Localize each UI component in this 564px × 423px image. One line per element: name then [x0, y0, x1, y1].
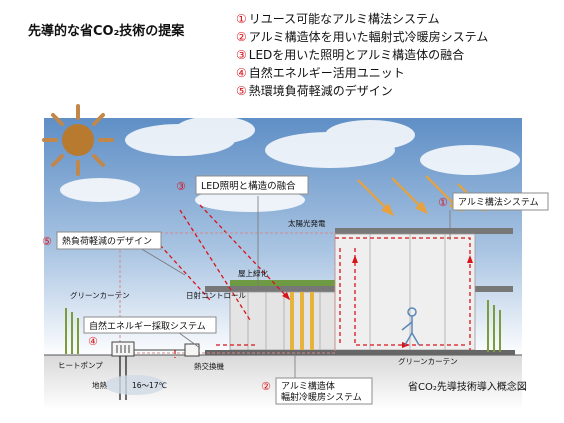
heat-pump-unit	[111, 341, 135, 357]
callout-alum-system: ① アルミ構法システム	[438, 192, 549, 211]
svg-text:自然エネルギー採取システム: 自然エネルギー採取システム	[89, 320, 206, 332]
svg-text:④: ④	[88, 335, 98, 348]
callout-thermal: ⑤ 熱負荷軽減のデザイン	[42, 231, 162, 250]
sun-icon	[42, 104, 114, 176]
callout-natural-energy: 自然エネルギー採取システム ④	[83, 316, 217, 348]
svg-text:熱負荷軽減のデザイン: 熱負荷軽減のデザイン	[62, 235, 152, 247]
svg-text:輻射冷暖房システム: 輻射冷暖房システム	[281, 391, 362, 403]
person-icon	[401, 307, 420, 346]
page-title: 先導的な省CO₂技術の提案	[28, 24, 185, 39]
green-curtain-right	[487, 300, 501, 352]
svg-text:①: ①	[438, 196, 448, 209]
label-green-curtain-left: グリーンカーテン	[70, 290, 130, 300]
concept-caption: 省CO₂先導技術導入概念図	[408, 380, 527, 393]
structure-frame	[119, 232, 336, 354]
svg-text:⑤: ⑤	[42, 235, 52, 248]
heat-flow-lines	[159, 204, 471, 358]
callout-radiant: ② アルミ構造体 輻射冷暖房システム	[261, 377, 373, 405]
svg-text:アルミ構造体: アルミ構造体	[281, 380, 335, 392]
clouds	[60, 116, 520, 212]
callout-led: ③ LED照明と構造の融合	[176, 175, 309, 195]
red-arrowheads	[282, 255, 473, 348]
label-solar: 太陽光発電	[288, 218, 326, 228]
label-geothermal: 地熱	[92, 380, 107, 390]
label-roof-green: 屋上緑化	[238, 268, 268, 278]
label-heat-pump: ヒートポンプ	[58, 361, 103, 370]
svg-text:アルミ構法システム: アルミ構法システム	[458, 196, 539, 208]
svg-text:LED照明と構造の融合: LED照明と構造の融合	[201, 180, 296, 192]
label-green-curtain-right: グリーンカーテン	[398, 356, 458, 366]
label-heat-exchanger: 熱交換機	[194, 361, 224, 371]
svg-text:②: ②	[261, 380, 271, 393]
label-solar-control: 日射コントロール	[186, 290, 246, 300]
green-curtain-left	[65, 308, 79, 354]
svg-text:③: ③	[176, 180, 186, 193]
label-temperature: 16～17℃	[132, 381, 167, 390]
building	[205, 228, 515, 355]
geothermal-zone	[105, 375, 165, 395]
